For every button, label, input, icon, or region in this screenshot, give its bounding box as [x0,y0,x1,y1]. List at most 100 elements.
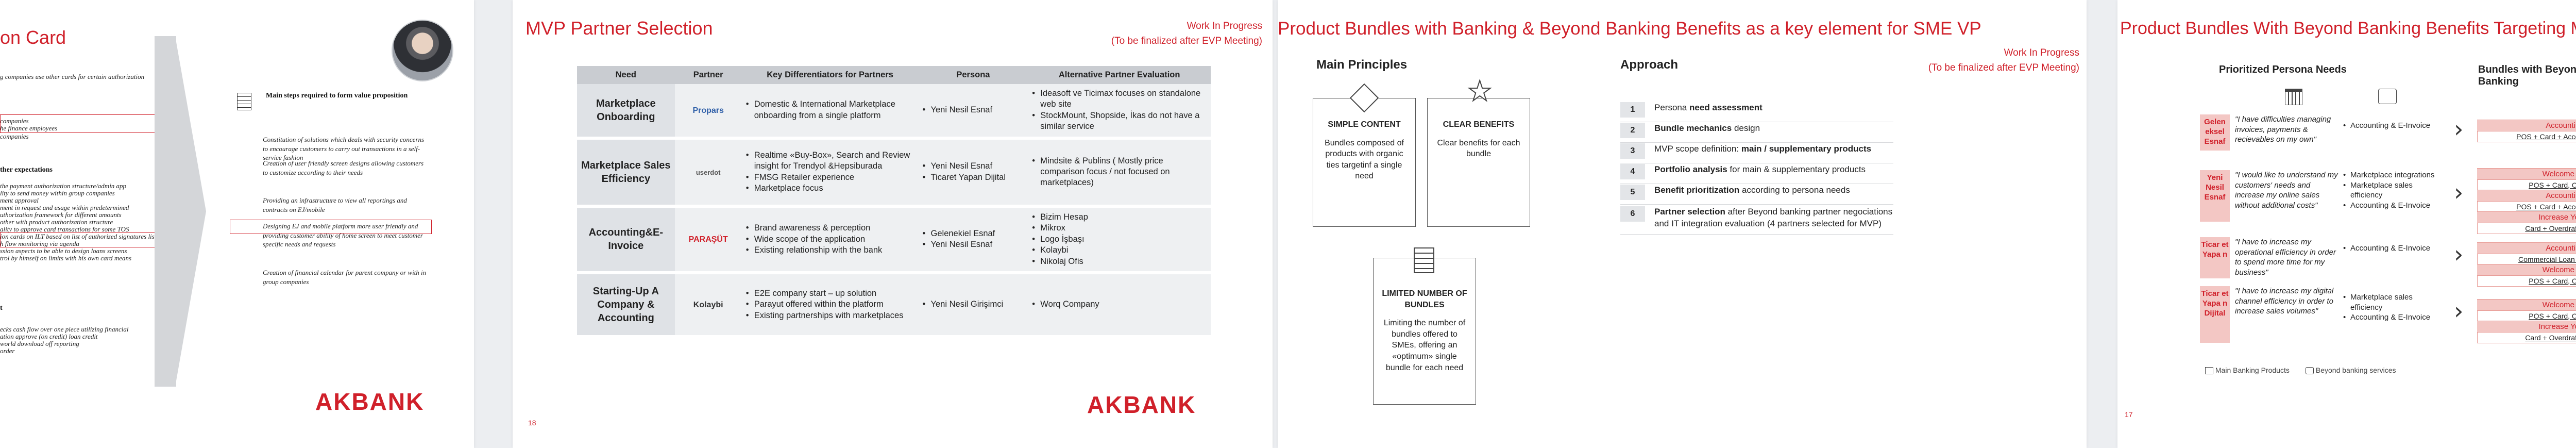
expectation-line: companies [0,132,29,140]
partner-logo: PARAŞÜT [674,206,742,274]
bundle-card[interactable]: Accounting Support BuPOS + Card + Accoun… [2477,120,2576,142]
persona-cell: Yeni Nesil Girişimci [918,272,1028,338]
bundle-card[interactable]: Accounting Support BuCommercial Loan + C… [2477,242,2576,265]
expectation-line: ther expectations [0,166,53,174]
expectation-line: ssion aspects to be able to design loans… [0,247,127,255]
table-header: Alternative Partner Evaluation [1028,66,1211,84]
list-item: StockMount, Shopside, İkas do not have a… [1032,110,1207,132]
slide-value-proposition-card[interactable]: on Card g companies use other cards for … [0,0,474,448]
list-item: Kolaybi [1032,245,1207,256]
principle-title: CLEAR BENEFITS [1443,120,1515,129]
bundle-products: Commercial Loan + Card+Accounting & E [2477,254,2576,265]
wip-line-2: (To be finalized after EVP Meeting) [1111,36,1262,47]
slide-title: on Card [0,27,66,48]
list-item: Marketplace focus [746,183,914,194]
slide-product-bundles-principles[interactable]: Product Bundles with Banking & Beyond Ba… [1278,0,2087,448]
need-bullet: Marketplace sales efficiency [2343,292,2446,312]
partner-name: userdot [696,169,721,177]
principle-title: LIMITED NUMBER OF BUNDLES [1382,289,1467,309]
wip-line-1: Work In Progress [1187,21,1262,31]
step-text-bold: Benefit prioritization [1654,185,1740,195]
step-text-bold: need assessment [1689,103,1762,112]
need-bullet: Accounting & E-Invoice [2343,243,2446,254]
bank-icon [2285,89,2302,105]
bundle-title: Welcome to e-commerce [2477,168,2576,179]
list-item: Worq Company [1032,299,1207,310]
list-item: Parayut offered within the platform [746,299,914,310]
bundle-card[interactable]: Welcome to e-commercePOS + Card, Overdra… [2477,299,2576,322]
list-item: Mikrox [1032,223,1207,234]
step-text: Partner selection after Beyond banking p… [1654,206,1893,230]
bundle-title: Welcome to e-commerce [2477,299,2576,310]
bundle-card[interactable]: Increase Your Online SalesCard + Overdra… [2477,211,2576,234]
akbank-logo: AKBANK [1087,391,1196,418]
persona-badge: Gelen eksel Esnaf [2200,114,2230,151]
highlight-box [0,114,160,133]
list-item: Existing relationship with the bank [746,245,914,256]
persona-needs-heading: Prioritized Persona Needs [2219,64,2347,75]
list-item: Mindsite & Publins ( Mostly price compar… [1032,156,1207,189]
chevron-arrow-head [175,36,206,387]
alt-list: Bizim HesapMikroxLogo İşbaşıKolaybiNikol… [1032,212,1207,268]
step-text-bold: Partner selection [1654,207,1725,217]
expectation-line: lity to send money within group companie… [0,189,115,197]
persona-badge: Yeni Nesil Esnaf [2200,170,2230,222]
approach-step: 6 Partner selection after Beyond banking … [1620,202,1893,235]
work-in-progress-note: Work In Progress (To be finalized after … [1928,45,2079,76]
need-bullet: Accounting & E-Invoice [2343,312,2446,323]
page-number: 18 [528,419,536,427]
step-text-pre: Persona [1654,103,1690,112]
list-item: FMSG Retailer experience [746,172,914,184]
step-text-pre: MVP scope definition: [1654,144,1741,154]
wip-line-1: Work In Progress [2004,47,2079,58]
bundle-card[interactable]: Welcome to e-commercePOS + Card, Overdra… [2477,264,2576,287]
need-bullets: Accounting & E-Invoice [2343,121,2446,131]
table-header: Key Differentiators for Partners [741,66,919,84]
bundle-card[interactable]: Welcome to e-commercePOS + Card, Overdra… [2477,168,2576,191]
step-number: 6 [1620,206,1645,222]
step-number: 1 [1620,102,1645,118]
principle-text: Bundles composed of products with organi… [1325,138,1404,181]
partner-logo: Propars [674,84,742,140]
step-text-post: design [1732,123,1760,133]
principle-limited-bundles: LIMITED NUMBER OF BUNDLES Limiting the n… [1373,258,1476,405]
persona-quote: "I have to increase my digital channel e… [2235,287,2334,316]
expectation-line: companies [0,117,29,125]
bundle-products: Card + Overdraft + Marketplace sales [2477,223,2576,234]
list-item: Yeni Nesil Esnaf [923,105,1024,116]
bundle-products: POS + Card, Overdraft + Marketpla [2477,179,2576,191]
bundles-heading: Bundles with Beyond Banking [2478,64,2576,87]
persona-cell: Yeni Nesil Esnaf [918,84,1028,140]
bundle-products: POS + Card + Accounting & E- Invoice App [2477,131,2576,142]
step-number: 5 [1620,185,1645,200]
step-text-bold: main / supplementary products [1741,144,1872,154]
step-item: Designing EJ and mobile platform more us… [263,222,423,248]
step-text-post: after Beyond banking partner negociation… [1654,207,1893,228]
list-item: E2E company start – up solution [746,288,914,300]
table-header: Need [577,66,675,84]
partner-logo: userdot [674,138,742,208]
wip-line-2: (To be finalized after EVP Meeting) [1928,62,2079,74]
slide-mvp-partner-selection[interactable]: MVP Partner Selection Work In Progress (… [513,0,1273,448]
list-item: Logo İşbaşı [1032,234,1207,245]
chevron-arrow [155,36,176,387]
bundle-products: POS + Card + Accounting & E- Invoice App [2477,201,2576,212]
principle-title: SIMPLE CONTENT [1328,120,1401,129]
list-item: Ideasoft ve Ticimax focuses on standalon… [1032,88,1207,110]
slide-product-bundles-personas[interactable]: Product Bundles With Beyond Banking Bene… [2117,0,2576,448]
step-number: 4 [1620,164,1645,179]
checklist-icon [1414,247,1434,273]
expectation-line: h flow monitoring via agenda [0,240,79,247]
bank-icon [2205,367,2213,375]
bundle-card[interactable]: Accounting Support BuPOS + Card + Accoun… [2477,190,2576,212]
expectation-line: ion cards on ILT based on list of author… [0,233,157,240]
bottom-line: world download off reporting [0,340,79,347]
table-header: Persona [918,66,1028,84]
bundle-card[interactable]: Increase Your Online SalesCard + Overdra… [2477,321,2576,343]
legend-beyond-label: Beyond banking services [2315,366,2396,374]
principle-clear-benefits: CLEAR BENEFITS Clear benefits for each b… [1427,98,1530,227]
bottom-section-label: t [0,304,3,312]
